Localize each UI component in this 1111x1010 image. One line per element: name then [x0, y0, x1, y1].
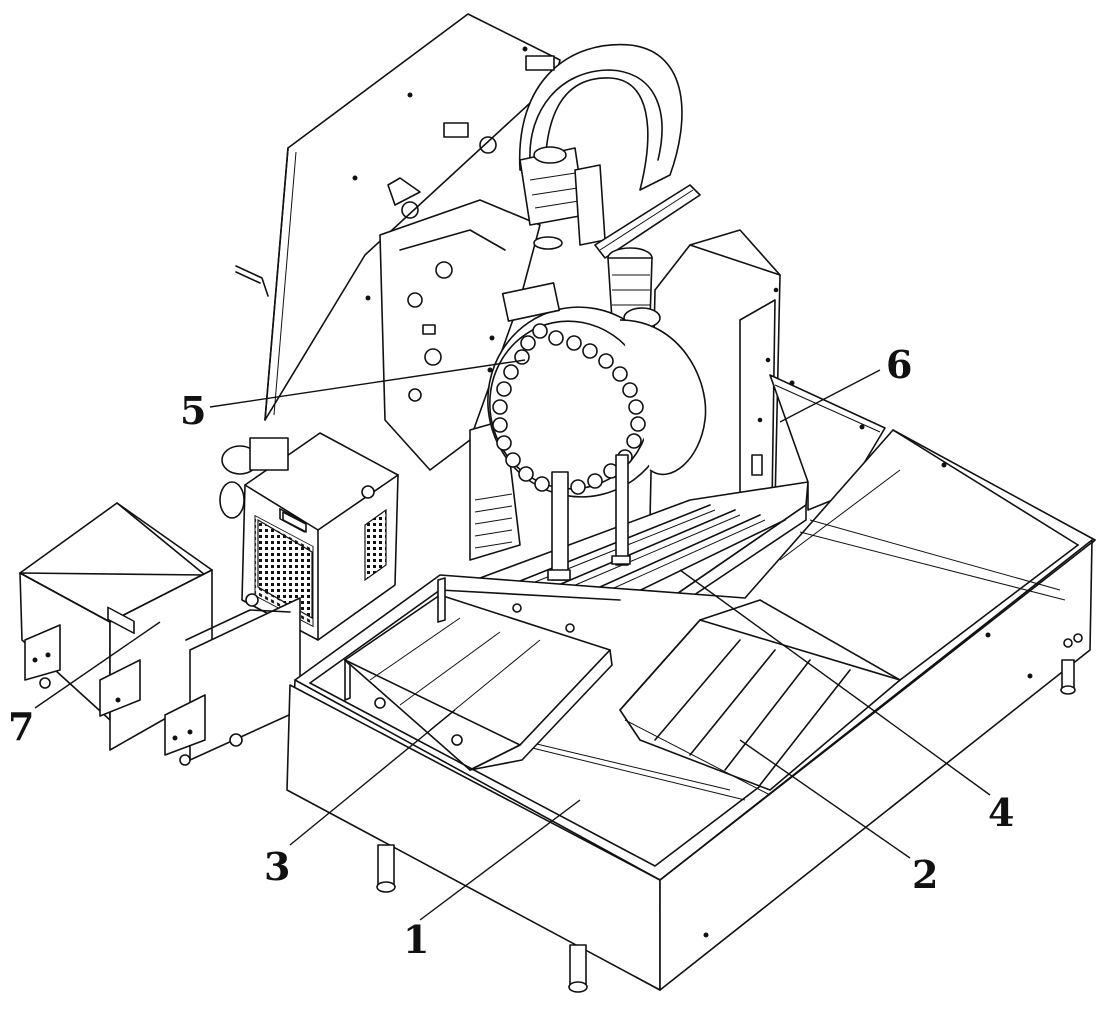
z-axis-rail: [595, 185, 700, 258]
callout-2: 2: [912, 852, 938, 897]
callout-4: 4: [988, 790, 1014, 835]
callout-7: 7: [8, 704, 34, 749]
callout-3: 3: [264, 844, 290, 889]
callout-5: 5: [180, 388, 206, 433]
callout-6: 6: [886, 342, 912, 387]
chiller-unit: [220, 433, 398, 640]
callout-1: 1: [403, 917, 429, 962]
